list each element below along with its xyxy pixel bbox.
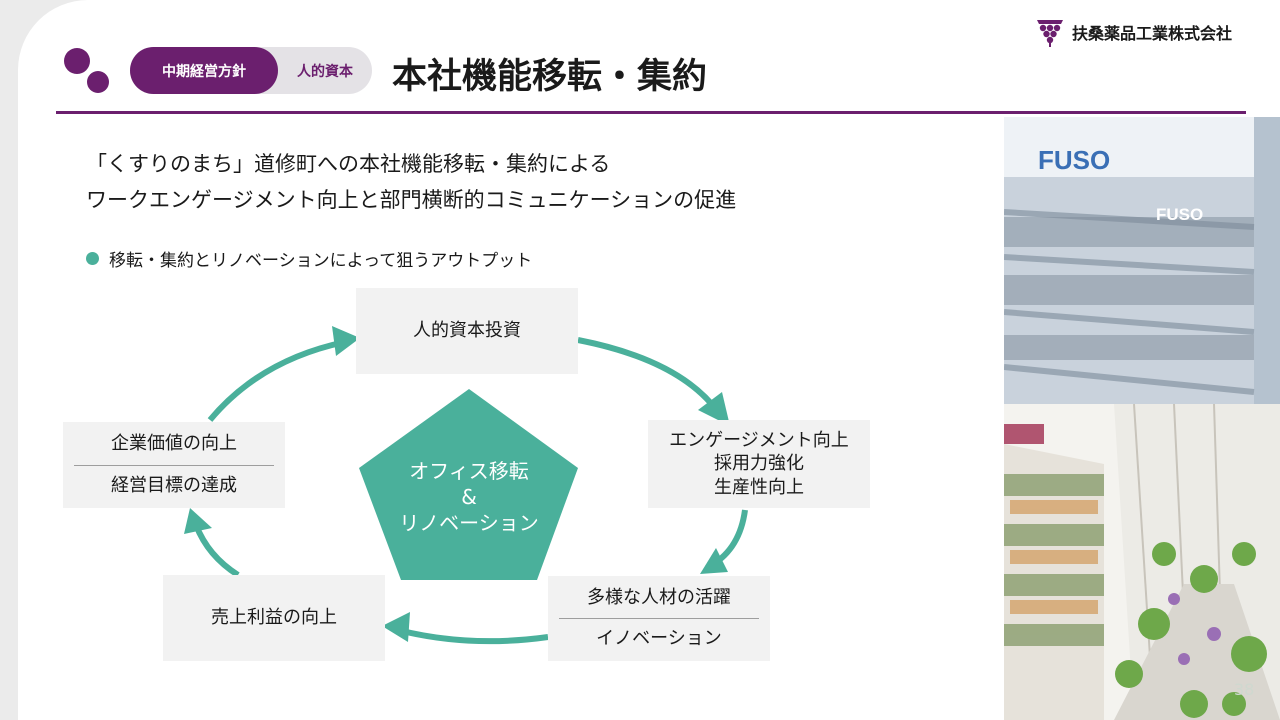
- box-bottom-right-line-1: 多様な人材の活躍: [587, 586, 731, 608]
- center-line-1: オフィス移転: [409, 459, 529, 483]
- subcategory-tag: 人的資本: [297, 63, 353, 80]
- cycle-arrows: [184, 326, 748, 645]
- company-name: 扶桑薬品工業株式会社: [1072, 24, 1233, 43]
- box-left-divider: [74, 464, 274, 466]
- center-line-3: リノベーション: [399, 511, 539, 535]
- bullet-text: 移転・集約とリノベーションによって狙うアウトプット: [109, 251, 533, 271]
- box-bottom-left-text: 売上利益の向上: [211, 606, 337, 628]
- cycle-box-bottom-right: 多様な人材の活躍 イノベーション: [548, 576, 770, 661]
- box-right-line-3: 生産性向上: [714, 476, 804, 498]
- cycle-box-left: 企業価値の向上 経営目標の達成: [63, 422, 285, 508]
- company-logo: 扶桑薬品工業株式会社: [1034, 16, 1232, 48]
- box-bottom-right-divider: [559, 618, 759, 619]
- bullet-dot-icon: [86, 252, 99, 265]
- building-sign-2: FUSO: [1156, 205, 1203, 224]
- box-top-text: 人的資本投資: [413, 319, 521, 341]
- building-sign-1: FUSO: [1038, 145, 1110, 175]
- page-title: 本社機能移転・集約: [392, 57, 708, 97]
- center-line-2: &: [461, 485, 477, 509]
- category-pill: 中期経営方針 人的資本: [130, 47, 372, 94]
- bullet-item: 移転・集約とリノベーションによって狙うアウトプット: [86, 246, 532, 271]
- center-label: オフィス移転 & リノベーション: [358, 458, 580, 536]
- intro-line-1: 「くすりのまち」道修町への本社機能移転・集約による: [86, 152, 611, 176]
- category-tag: 中期経営方針: [130, 47, 278, 94]
- building-photo: FUSO FUSO: [1004, 117, 1280, 404]
- box-right-line-1: エンゲージメント向上: [669, 429, 849, 451]
- cycle-box-right: エンゲージメント向上 採用力強化 生産性向上: [648, 420, 870, 508]
- arrow-bottom-to-left: [397, 627, 549, 645]
- grape-logo-icon: [1037, 20, 1063, 47]
- decor-dot-small: [87, 71, 109, 93]
- box-bottom-right-line-2: イノベーション: [596, 628, 722, 649]
- arrow-top-to-right: [577, 337, 721, 414]
- title-divider: [56, 111, 1246, 114]
- center-pentagon: [359, 389, 578, 580]
- decor-dot-large: [64, 48, 90, 74]
- cycle-box-top: 人的資本投資: [356, 288, 578, 374]
- arrow-left-to-top: [207, 339, 346, 422]
- page-number: 38: [1234, 680, 1255, 699]
- arrow-left-bottom-to-left: [193, 523, 240, 578]
- street-illustration: [1004, 404, 1280, 720]
- box-left-line-2: 経営目標の達成: [111, 474, 237, 496]
- box-right-line-2: 採用力強化: [714, 453, 804, 475]
- cycle-box-bottom-left: 売上利益の向上: [163, 575, 385, 661]
- box-left-line-1: 企業価値の向上: [111, 433, 237, 455]
- intro-line-2: ワークエンゲージメント向上と部門横断的コミュニケーションの促進: [86, 188, 737, 212]
